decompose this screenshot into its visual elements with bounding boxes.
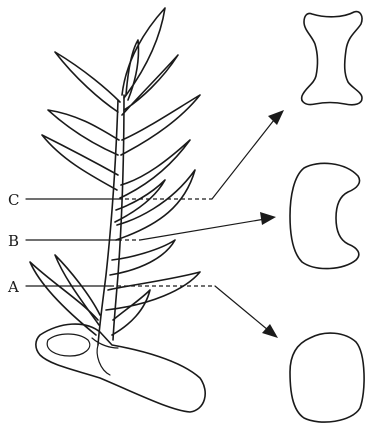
cross-section-c (302, 12, 362, 105)
cross-section-b (290, 163, 360, 268)
rhizome-shoot-base (97, 345, 110, 375)
label-b: B (8, 232, 19, 250)
label-a: A (7, 278, 19, 296)
rhizome (36, 324, 205, 412)
arrowhead-b (260, 212, 276, 225)
label-line-a (26, 286, 278, 338)
plant-shoot (30, 8, 200, 345)
cross-section-a (290, 333, 364, 422)
arrowhead-c (268, 110, 284, 125)
label-line-b (26, 212, 276, 240)
leaf-top-1 (122, 8, 165, 98)
leaf-low-2 (106, 272, 200, 310)
rhizome-cut-end (47, 334, 90, 356)
rhizome-outline (36, 324, 205, 412)
arrowhead-a (262, 324, 278, 338)
leaf-top-3 (55, 52, 120, 112)
sheath-leaf-right (112, 290, 150, 335)
leaf-mid-1 (48, 110, 119, 155)
leaf-mid-3 (42, 135, 118, 190)
label-c: C (8, 191, 19, 209)
rhizome-node (92, 338, 118, 348)
